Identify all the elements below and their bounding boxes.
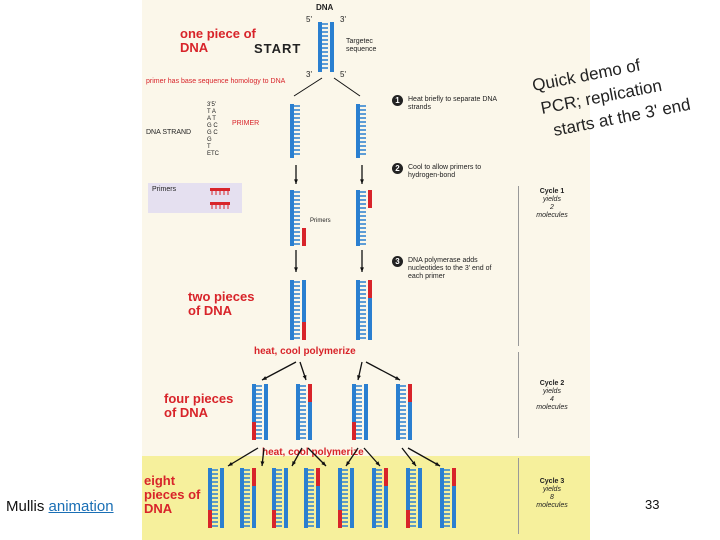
arrow-step3-right-head xyxy=(360,267,364,272)
top-dna-backbone-2 xyxy=(330,22,334,72)
primer-glyph-1 xyxy=(210,202,230,205)
arrow-step3-left-head xyxy=(294,267,298,272)
four-2-backbone-2 xyxy=(364,384,368,440)
eight-primer-1 xyxy=(252,468,256,486)
eight-1-backbone xyxy=(240,468,244,528)
mullis-footer: Mullis animation xyxy=(6,498,114,515)
four-0-backbone-2 xyxy=(264,384,268,440)
arrow-cycle2-0 xyxy=(262,362,296,380)
eight-primer-6 xyxy=(406,510,410,528)
separated-right-backbone xyxy=(356,104,360,158)
top-dna-backbone xyxy=(318,22,322,72)
eight-primer-2 xyxy=(272,510,276,528)
eight-0-backbone-2 xyxy=(220,468,224,528)
eight-6-backbone-2 xyxy=(418,468,422,528)
arrow-cycle2-3 xyxy=(366,362,400,380)
animation-link[interactable]: animation xyxy=(49,498,114,515)
arrow-step2-left-head xyxy=(294,179,298,184)
four-1-backbone xyxy=(296,384,300,440)
arrow-cycle3-0 xyxy=(228,448,258,466)
demo-caption: Quick demo of PCR; replication starts at… xyxy=(528,30,718,140)
mullis-prefix: Mullis xyxy=(6,498,44,515)
two-right-primer xyxy=(368,280,372,298)
eight-primer-0 xyxy=(208,510,212,528)
separated-left-backbone xyxy=(290,104,294,158)
four-primer-0 xyxy=(252,422,256,440)
split-line-right xyxy=(334,78,360,96)
primed-left-backbone xyxy=(290,190,294,246)
primed-right-backbone xyxy=(356,190,360,246)
eight-7-backbone xyxy=(440,468,444,528)
eight-primer-5 xyxy=(384,468,388,486)
two-left-primer xyxy=(302,322,306,340)
primer-glyph-0 xyxy=(210,188,230,191)
four-primer-2 xyxy=(352,422,356,440)
eight-primer-4 xyxy=(338,510,342,528)
arrow-step2-right-head xyxy=(360,179,364,184)
arrow-cycle2-1-head xyxy=(303,375,307,380)
four-3-backbone xyxy=(396,384,400,440)
eight-primer-3 xyxy=(316,468,320,486)
four-primer-3 xyxy=(408,384,412,402)
two-right-backbone xyxy=(356,280,360,340)
eight-5-backbone xyxy=(372,468,376,528)
page-number: 33 xyxy=(645,497,659,512)
eight-4-backbone-2 xyxy=(350,468,354,528)
eight-2-backbone-2 xyxy=(284,468,288,528)
eight-3-backbone xyxy=(304,468,308,528)
primer-left xyxy=(302,228,306,246)
two-left-backbone xyxy=(290,280,294,340)
primer-right xyxy=(368,190,372,208)
split-line-left xyxy=(294,78,322,96)
eight-primer-7 xyxy=(452,468,456,486)
four-primer-1 xyxy=(308,384,312,402)
